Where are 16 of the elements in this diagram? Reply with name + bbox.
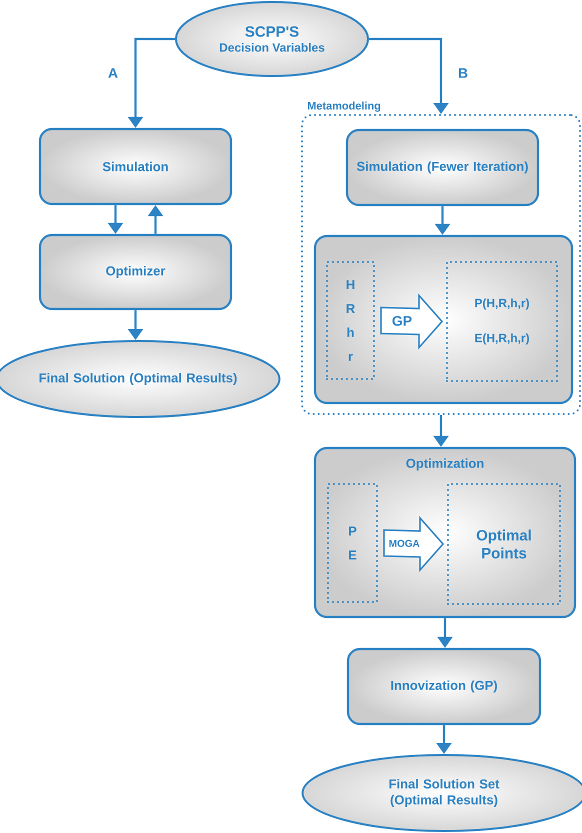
process-box: Innovization (GP) (346, 648, 542, 726)
block-arrow (380, 293, 444, 350)
process-box: Optimizer (38, 234, 232, 310)
process-box: Simulation (Fewer Iteration) (346, 128, 540, 206)
edge-label: GP (392, 316, 412, 326)
dotted-box: P(H,R,h,r) E(H,R,h,r) (446, 261, 558, 382)
edge-label: B (458, 68, 468, 78)
process-box: Simulation (38, 128, 232, 206)
block-arrow (383, 516, 444, 572)
dotted-box: P E (327, 483, 378, 603)
dotted-box: Optimal Points (447, 483, 561, 605)
edge-label: A (108, 68, 118, 78)
node-label: Metamodeling (308, 102, 380, 112)
group-box (314, 234, 574, 404)
dotted-box: H R h r (326, 261, 375, 380)
edge-label: MOGA (389, 540, 420, 547)
